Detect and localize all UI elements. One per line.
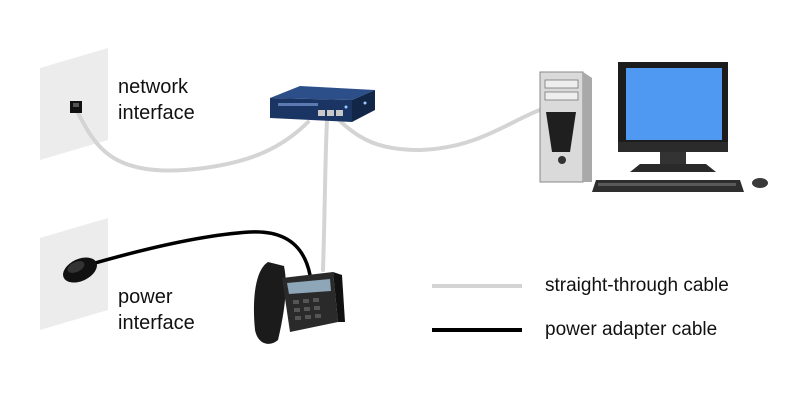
cable-switch-to-phone (321, 118, 329, 272)
network-interface-label-line2: interface (118, 102, 195, 124)
network-port-icon (70, 101, 82, 113)
network-interface-label: network interface (118, 74, 195, 126)
mouse-icon (752, 178, 768, 188)
power-interface-label-line1: power (118, 286, 173, 308)
power-interface-label-line2: interface (118, 312, 195, 334)
monitor-icon (618, 62, 728, 172)
keyboard-icon (592, 180, 744, 192)
cable-wall-to-switch (76, 111, 310, 173)
legend-straight-through-label: straight-through cable (545, 275, 729, 296)
power-socket-icon (63, 257, 97, 283)
network-interface-label-line1: network (118, 76, 189, 98)
power-adapter-cable (86, 230, 312, 277)
computer-tower-icon (539, 71, 592, 183)
straight-through-cables (76, 106, 547, 272)
ip-phone-icon (253, 262, 345, 344)
cable-switch-to-computer (338, 106, 547, 153)
power-interface-label: power interface (118, 284, 195, 336)
legend-power-adapter-label: power adapter cable (545, 319, 718, 340)
network-switch-icon (270, 86, 375, 122)
